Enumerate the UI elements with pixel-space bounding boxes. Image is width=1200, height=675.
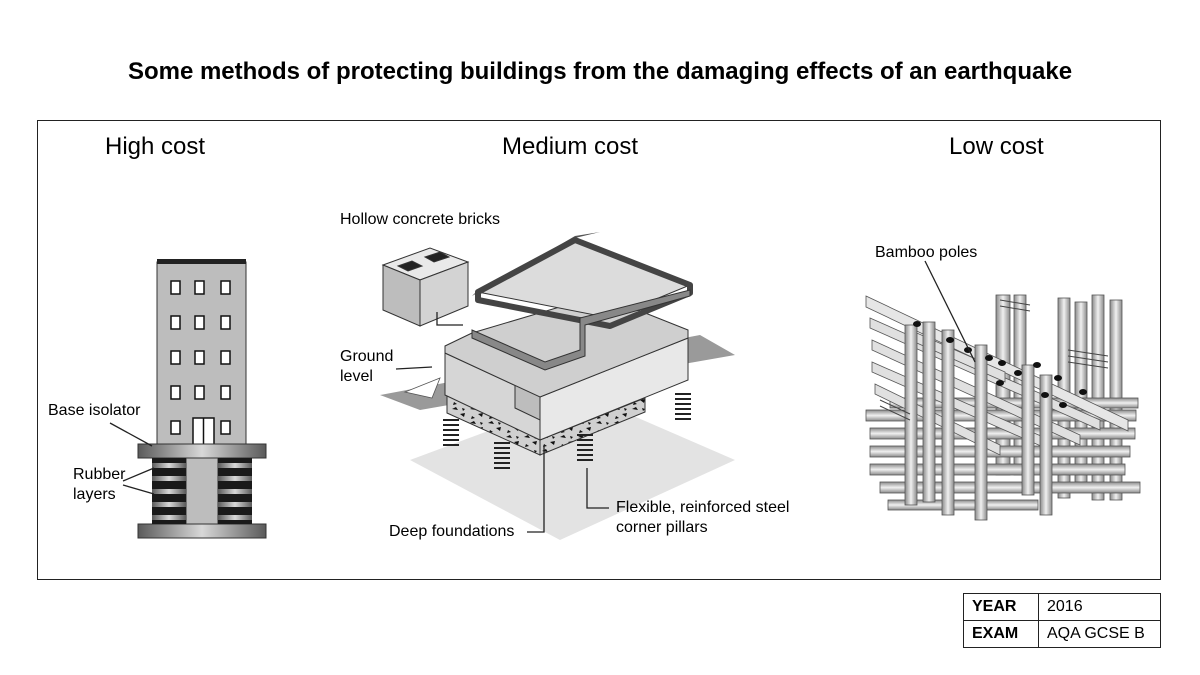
label-steel-pillars-line1: Flexible, reinforced steel bbox=[616, 499, 790, 516]
bamboo-frame bbox=[865, 294, 1141, 521]
label-rubber-layers-line1: Rubber bbox=[73, 466, 126, 483]
hollow-concrete-block bbox=[381, 247, 470, 327]
label-ground-level-line1: Ground bbox=[340, 348, 394, 365]
table-row: YEAR 2016 bbox=[963, 593, 1161, 621]
year-key: YEAR bbox=[963, 593, 1039, 621]
label-steel-pillars-line2: corner pillars bbox=[616, 519, 708, 536]
diagram-frame bbox=[37, 120, 1161, 580]
label-ground-level-line2: level bbox=[340, 368, 373, 385]
diagram-title: Some methods of protecting buildings fro… bbox=[127, 58, 1073, 85]
label-base-isolator: Base isolator bbox=[48, 402, 141, 419]
label-hollow-concrete-bricks: Hollow concrete bricks bbox=[340, 211, 501, 228]
exam-value: AQA GCSE B bbox=[1038, 620, 1161, 648]
rubber-layers bbox=[152, 458, 252, 524]
high-rise-building bbox=[156, 259, 247, 446]
medium-cost-house bbox=[380, 232, 735, 540]
exam-info-table: YEAR 2016 EXAM AQA GCSE B bbox=[963, 593, 1161, 648]
base-isolator bbox=[137, 443, 267, 539]
table-row: EXAM AQA GCSE B bbox=[963, 620, 1161, 648]
heading-high-cost: High cost bbox=[105, 133, 206, 160]
exam-key: EXAM bbox=[963, 620, 1039, 648]
corner-springs bbox=[443, 393, 691, 469]
label-deep-foundations: Deep foundations bbox=[389, 523, 515, 540]
year-value: 2016 bbox=[1038, 593, 1161, 621]
label-rubber-layers-line2: layers bbox=[73, 486, 116, 503]
label-bamboo-poles: Bamboo poles bbox=[875, 244, 978, 261]
heading-medium-cost: Medium cost bbox=[502, 133, 639, 160]
heading-low-cost: Low cost bbox=[949, 133, 1044, 160]
